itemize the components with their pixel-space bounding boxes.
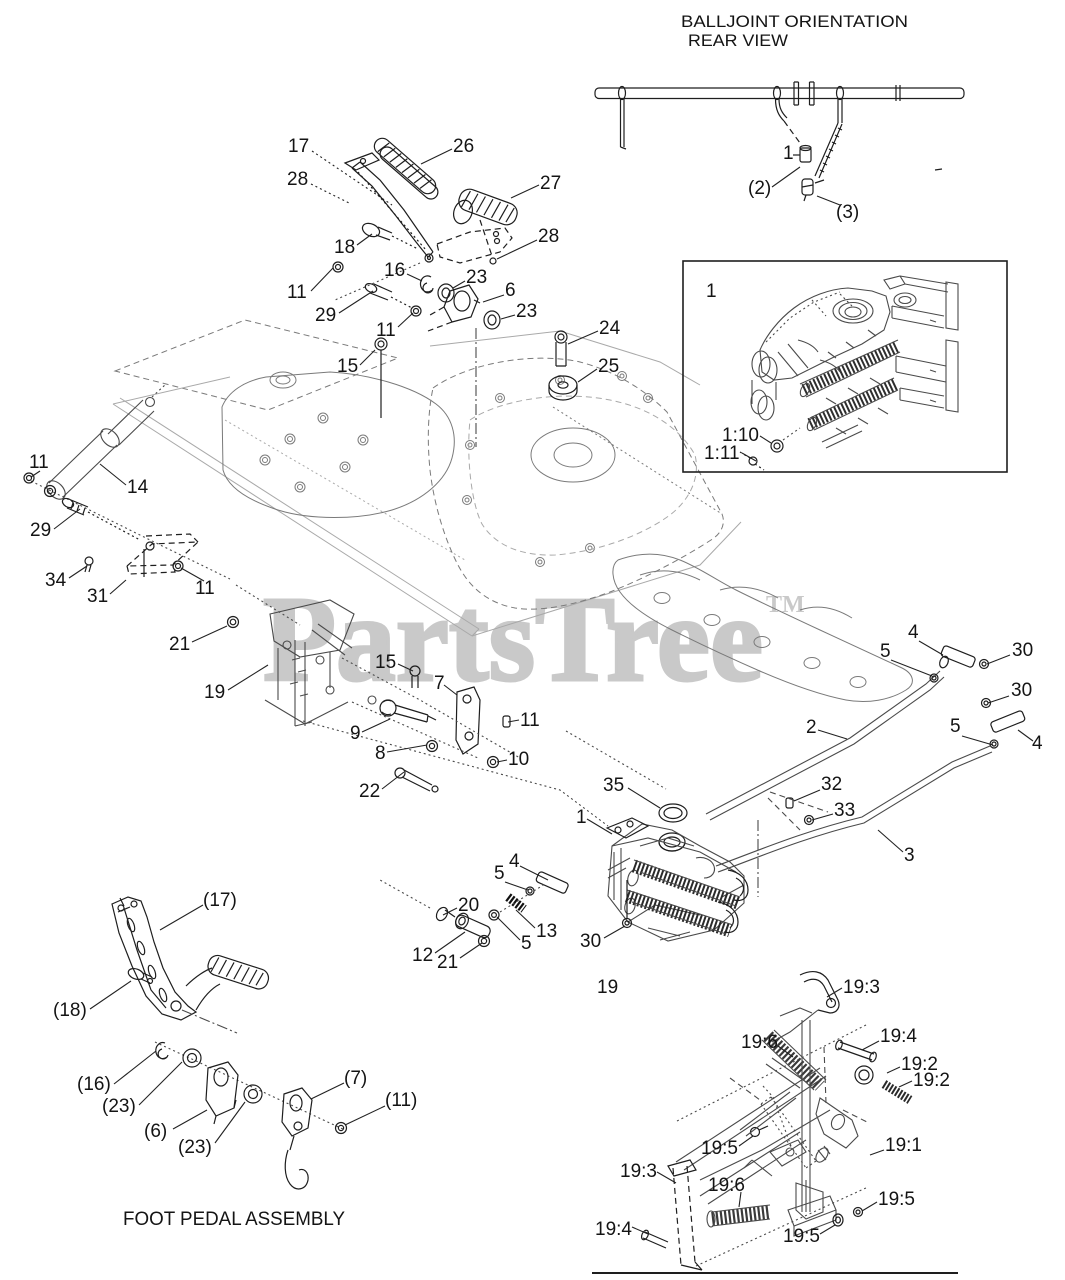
svg-text:1:11: 1:11: [704, 443, 740, 464]
svg-text:(6): (6): [144, 1121, 167, 1142]
svg-text:16: 16: [384, 260, 405, 281]
svg-text:27: 27: [540, 173, 561, 194]
svg-text:1: 1: [783, 143, 794, 164]
svg-text:4: 4: [908, 622, 919, 643]
svg-text:35: 35: [603, 775, 624, 796]
svg-text:29: 29: [315, 305, 336, 326]
svg-text:19:5: 19:5: [783, 1226, 820, 1247]
svg-text:5: 5: [880, 641, 891, 662]
svg-text:19: 19: [597, 977, 618, 998]
svg-text:21: 21: [169, 634, 190, 655]
svg-text:11: 11: [287, 282, 307, 303]
svg-text:19:2: 19:2: [913, 1070, 950, 1091]
svg-text:(18): (18): [53, 1000, 87, 1021]
svg-text:REAR VIEW: REAR VIEW: [688, 32, 788, 50]
svg-text:30: 30: [1011, 680, 1032, 701]
svg-text:2: 2: [806, 717, 817, 738]
svg-text:19:6: 19:6: [741, 1032, 778, 1053]
svg-text:(7): (7): [344, 1068, 367, 1089]
svg-text:30: 30: [580, 931, 601, 952]
svg-text:29: 29: [30, 520, 51, 541]
svg-text:13: 13: [536, 921, 557, 942]
svg-text:3: 3: [904, 845, 915, 866]
svg-text:23: 23: [516, 301, 537, 322]
svg-text:19: 19: [204, 682, 225, 703]
svg-text:(17): (17): [203, 890, 237, 911]
svg-text:18: 18: [334, 237, 355, 258]
svg-text:19:1: 19:1: [885, 1135, 922, 1156]
svg-text:17: 17: [288, 136, 309, 157]
svg-text:10: 10: [508, 749, 529, 770]
svg-text:1: 1: [576, 807, 587, 828]
svg-text:11: 11: [520, 710, 540, 731]
svg-text:31: 31: [87, 586, 108, 607]
svg-text:19:6: 19:6: [708, 1175, 745, 1196]
svg-text:7: 7: [434, 673, 445, 694]
svg-text:15: 15: [375, 652, 396, 673]
svg-text:20: 20: [458, 895, 479, 916]
svg-text:1:10: 1:10: [722, 425, 759, 446]
svg-text:19:4: 19:4: [595, 1219, 632, 1240]
svg-text:5: 5: [521, 933, 532, 954]
svg-text:PartsTree: PartsTree: [263, 572, 763, 707]
svg-text:1: 1: [706, 281, 717, 302]
svg-text:9: 9: [350, 723, 361, 744]
svg-text:(2): (2): [748, 178, 771, 199]
svg-text:11: 11: [376, 320, 396, 341]
svg-text:5: 5: [950, 716, 961, 737]
svg-text:23: 23: [466, 267, 487, 288]
svg-text:8: 8: [375, 743, 386, 764]
svg-text:22: 22: [359, 781, 380, 802]
svg-text:11: 11: [29, 452, 49, 473]
svg-text:19:2: 19:2: [901, 1054, 938, 1075]
svg-text:19:3: 19:3: [620, 1161, 657, 1182]
svg-text:6: 6: [505, 280, 516, 301]
svg-text:(16): (16): [77, 1074, 111, 1095]
svg-text:15: 15: [337, 356, 358, 377]
svg-text:21: 21: [437, 952, 458, 973]
svg-text:(23): (23): [102, 1096, 136, 1117]
svg-text:34: 34: [45, 570, 67, 591]
svg-text:32: 32: [821, 774, 842, 795]
svg-text:11: 11: [195, 578, 215, 599]
svg-text:BALLJOINT ORIENTATION: BALLJOINT ORIENTATION: [681, 13, 908, 31]
svg-text:19:5: 19:5: [878, 1189, 915, 1210]
svg-text:14: 14: [127, 477, 149, 498]
svg-text:28: 28: [538, 226, 559, 247]
svg-text:33: 33: [834, 800, 855, 821]
svg-text:19:4: 19:4: [880, 1026, 917, 1047]
svg-text:25: 25: [598, 356, 619, 377]
svg-text:30: 30: [1012, 640, 1033, 661]
svg-text:26: 26: [453, 136, 474, 157]
svg-text:4: 4: [1032, 733, 1043, 754]
svg-text:12: 12: [412, 945, 433, 966]
svg-text:28: 28: [287, 169, 308, 190]
svg-text:(23): (23): [178, 1137, 212, 1158]
svg-text:19:3: 19:3: [843, 977, 880, 998]
svg-text:5: 5: [494, 863, 505, 884]
svg-text:24: 24: [599, 318, 621, 339]
svg-text:19:5: 19:5: [701, 1138, 738, 1159]
svg-text:FOOT PEDAL ASSEMBLY: FOOT PEDAL ASSEMBLY: [123, 1209, 345, 1230]
svg-text:4: 4: [509, 851, 520, 872]
svg-text:(3): (3): [836, 202, 859, 223]
svg-text:(11): (11): [385, 1090, 417, 1111]
